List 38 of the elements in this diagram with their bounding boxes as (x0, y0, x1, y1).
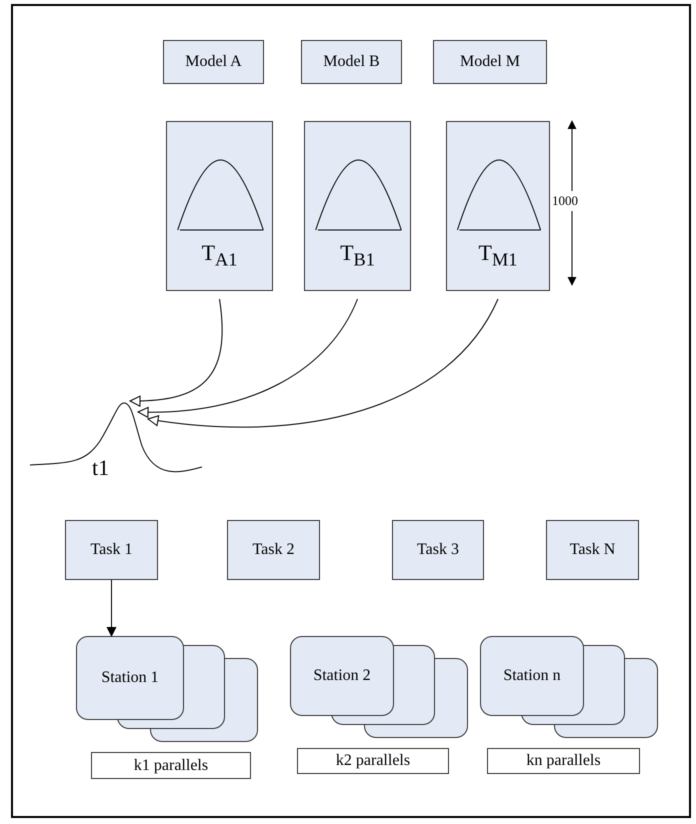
node-label: Task N (570, 541, 616, 559)
distribution-box (166, 121, 273, 291)
parallels-box (91, 752, 251, 779)
node-label: Task 3 (417, 541, 459, 559)
distribution-box (304, 121, 411, 291)
dimension-label: 1000 (552, 191, 578, 211)
arrow (148, 298, 498, 428)
node-label: Station n (503, 667, 561, 685)
model-box (163, 40, 264, 84)
node-label: kn parallels (526, 752, 601, 770)
curve-label: t1 (92, 455, 110, 481)
node-label: k1 parallels (134, 756, 208, 774)
time-label: T$_{B1}$ (340, 240, 375, 270)
arrow (130, 298, 223, 406)
node-label: Station 2 (313, 667, 371, 685)
parallels-box (297, 748, 449, 774)
node-label: Station 1 (101, 669, 159, 687)
station-stack (76, 636, 258, 742)
time-label: T$_{A1}$ (202, 240, 238, 270)
node-label: Task 2 (252, 541, 294, 559)
task-box (392, 520, 484, 580)
arrow (106, 580, 116, 637)
model-box (433, 40, 547, 84)
station-stack (290, 636, 468, 738)
node-label: Task 1 (90, 541, 132, 559)
parallels-box (487, 748, 640, 774)
node-label: Model A (185, 53, 242, 71)
task-box (546, 520, 639, 580)
task-box (227, 520, 320, 580)
arrow (138, 298, 358, 418)
model-box (301, 40, 402, 84)
distribution-box (446, 121, 550, 291)
node-label: Model M (460, 53, 520, 71)
node-label: Model B (323, 53, 380, 71)
task-box (65, 520, 158, 580)
time-label: T$_{M1}$ (478, 240, 518, 270)
station-stack (480, 636, 658, 738)
node-label: k2 parallels (336, 752, 410, 770)
